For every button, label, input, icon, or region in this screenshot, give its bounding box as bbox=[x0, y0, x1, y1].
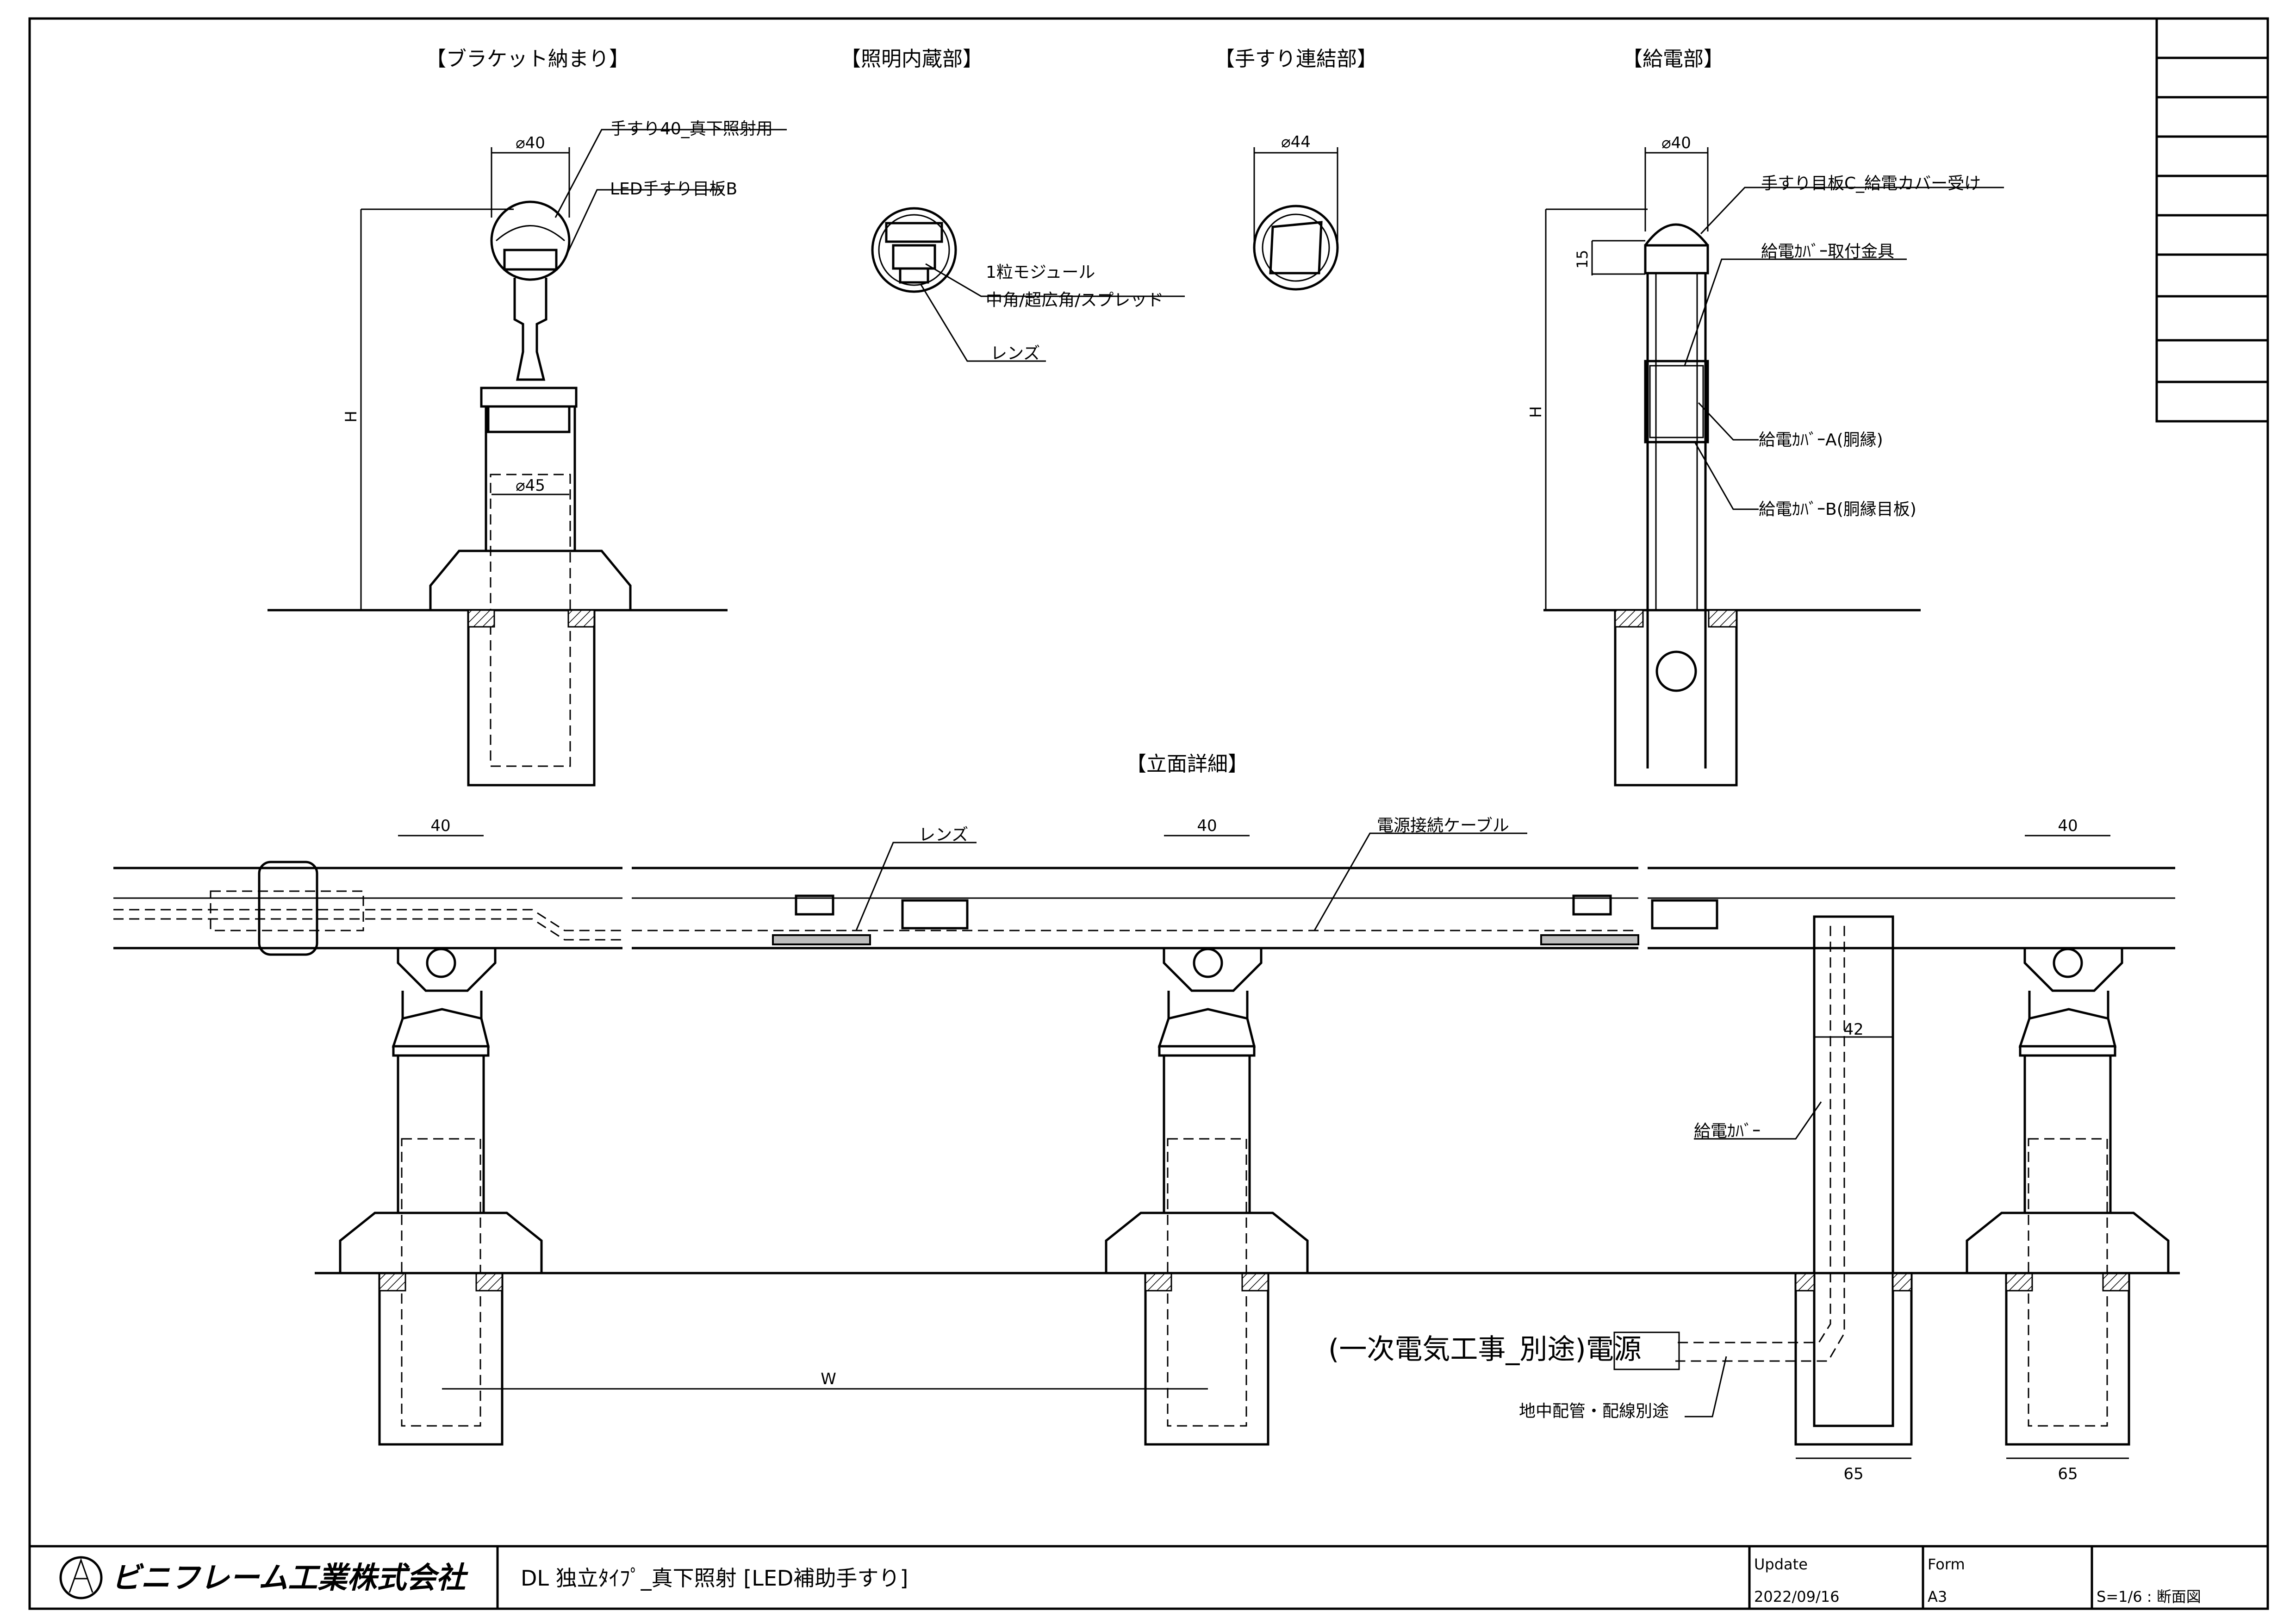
bracket-section-drawing bbox=[268, 129, 787, 787]
elevation-drawing bbox=[113, 832, 2180, 1459]
title-block bbox=[30, 1545, 2268, 1609]
drawing-title: DL 独立ﾀｲﾌﾟ_真下照射 [LED補助手すり] bbox=[521, 1566, 908, 1591]
dim-height-bracket: H bbox=[342, 411, 361, 423]
label-cover-b: 給電ｶﾊﾞｰB(胴縁目板) bbox=[1759, 500, 1916, 519]
label-plate-c: 手すり目板C_給電カバー受け bbox=[1761, 174, 1981, 193]
label-handrail: 手すり40_真下照射用 bbox=[610, 119, 773, 138]
lighting-section-drawing bbox=[871, 207, 1185, 362]
label-module-type: 中角/超広角/スプレッド bbox=[986, 291, 1164, 310]
form-label: Form bbox=[1928, 1555, 1965, 1573]
label-power-cover: 給電ｶﾊﾞｰ bbox=[1694, 1122, 1761, 1141]
label-lens: レンズ bbox=[990, 344, 1040, 363]
company-logo-icon bbox=[59, 1556, 103, 1599]
label-elev-lens: レンズ bbox=[919, 825, 968, 844]
power-source-box bbox=[1613, 1331, 1680, 1370]
handrail-profile bbox=[490, 200, 571, 281]
dim-elev-42: 42 bbox=[1843, 1020, 1863, 1039]
joint-section-drawing bbox=[1253, 147, 1339, 291]
label-module: 1粒モジュール bbox=[986, 263, 1095, 282]
update-label: Update bbox=[1754, 1555, 1808, 1573]
power-section-drawing bbox=[1543, 147, 2004, 787]
elevation-power-post bbox=[1675, 915, 1913, 1446]
label-primary-electrical: (一次電気工事_別途)電源 bbox=[1328, 1333, 1642, 1366]
label-cover-a: 給電ｶﾊﾞｰA(胴縁) bbox=[1759, 431, 1883, 450]
elevation-post-2 bbox=[1105, 948, 1309, 1446]
heading-bracket: 【ブラケット納まり】 bbox=[426, 47, 629, 71]
dim-elev-40-3: 40 bbox=[2058, 817, 2078, 835]
heading-joint: 【手すり連結部】 bbox=[1214, 47, 1377, 71]
dim-elev-40-2: 40 bbox=[1197, 817, 1217, 835]
form-value: A3 bbox=[1928, 1588, 1947, 1605]
dim-bracket-diameter: ⌀40 bbox=[516, 134, 545, 152]
dim-post-diameter: ⌀45 bbox=[516, 476, 545, 495]
heading-elevation: 【立面詳細】 bbox=[1126, 752, 1248, 776]
dim-height-power: H bbox=[1527, 406, 1545, 418]
dim-elev-65-1: 65 bbox=[1843, 1465, 1863, 1483]
dim-power-15: 15 bbox=[1574, 250, 1591, 269]
dim-elev-w: W bbox=[821, 1370, 836, 1388]
update-date: 2022/09/16 bbox=[1754, 1588, 1839, 1605]
heading-power: 【給電部】 bbox=[1622, 47, 1724, 71]
label-underground: 地中配管・配線別途 bbox=[1519, 1402, 1669, 1421]
dim-elev-65-2: 65 bbox=[2058, 1465, 2078, 1483]
label-primary-prefix: (一次電気工事_別途) bbox=[1328, 1333, 1586, 1366]
label-led-plate-b: LED手すり目板B bbox=[610, 180, 737, 199]
label-cable: 電源接続ケーブル bbox=[1377, 816, 1509, 835]
elevation-post-4 bbox=[1966, 948, 2170, 1446]
dim-joint-diameter: ⌀44 bbox=[1281, 133, 1311, 151]
sheet-border bbox=[28, 17, 2269, 1610]
label-cover-bracket: 給電ｶﾊﾞｰ取付金具 bbox=[1761, 242, 1894, 261]
revision-table bbox=[2155, 17, 2269, 423]
dim-power-diameter: ⌀40 bbox=[1661, 134, 1691, 152]
heading-lighting: 【照明内蔵部】 bbox=[840, 47, 983, 71]
dim-elev-40-1: 40 bbox=[430, 817, 450, 835]
company-name: ビニフレーム工業株式会社 bbox=[111, 1561, 468, 1595]
elevation-post-1 bbox=[339, 948, 543, 1446]
scale-label: S=1/6 : 断面図 bbox=[2097, 1588, 2201, 1605]
